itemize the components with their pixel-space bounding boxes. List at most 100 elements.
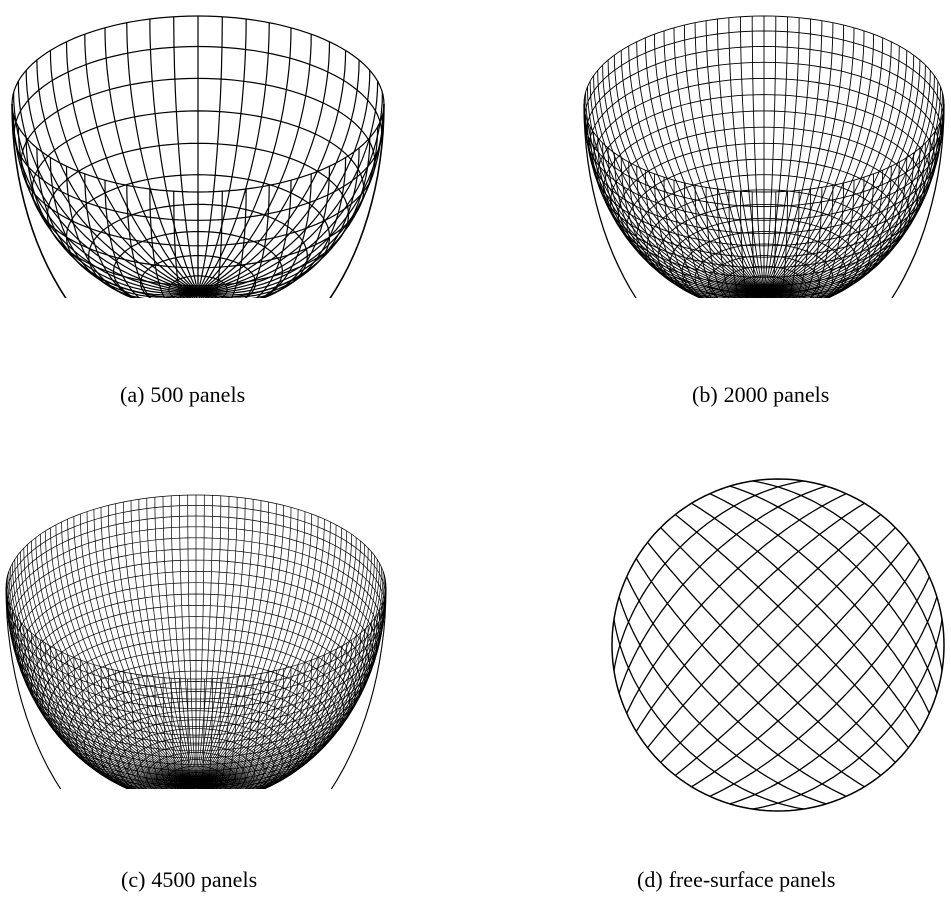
mesh-meridian-line xyxy=(195,513,313,784)
mesh-meridian-line xyxy=(763,191,777,298)
mesh-meridian-line xyxy=(763,20,823,293)
mesh-meridian-line xyxy=(149,19,199,293)
mesh-meridian-line xyxy=(763,75,935,293)
mesh-meridian-line xyxy=(585,92,765,293)
mesh-meridian-line xyxy=(25,70,199,293)
mesh-meridian-line xyxy=(589,81,765,293)
mesh-meridian-line xyxy=(195,636,357,789)
mesh-meridian-line xyxy=(195,664,299,789)
mesh-meridian-line xyxy=(763,17,800,293)
mesh-4500-panels xyxy=(5,494,387,789)
mesh-meridian-line xyxy=(728,190,765,298)
mesh-meridian-line xyxy=(195,505,285,784)
mesh-meridian-line xyxy=(195,570,384,784)
mesh-meridian-line xyxy=(587,86,765,293)
mesh-meridian-line xyxy=(13,115,199,293)
mesh-meridian-line xyxy=(195,678,205,789)
mesh-meridian-line xyxy=(763,161,900,298)
mesh-meridian-line xyxy=(79,513,197,784)
mesh-meridian-line xyxy=(197,70,371,293)
mesh-meridian-line xyxy=(705,20,765,293)
mesh-meridian-line xyxy=(195,642,348,789)
mesh-meridian-line xyxy=(593,75,765,293)
mesh-meridian-line xyxy=(636,41,765,293)
mesh-meridian-line xyxy=(763,70,931,293)
disk-grid-line xyxy=(613,619,804,810)
mesh-meridian-line xyxy=(195,654,325,789)
mesh-meridian-line xyxy=(197,16,223,293)
mesh-meridian-line xyxy=(195,516,319,784)
mesh-meridian-line xyxy=(195,548,369,784)
mesh-meridian-line xyxy=(763,41,892,293)
mesh-meridian-line xyxy=(197,34,312,293)
mesh-meridian-line xyxy=(195,501,270,784)
mesh-meridian-line xyxy=(620,50,765,293)
mesh-meridian-line xyxy=(197,59,360,293)
mesh-meridian-line xyxy=(36,59,199,293)
mesh-meridian-line xyxy=(93,664,197,789)
mesh-meridian-line xyxy=(195,524,337,784)
mesh-meridian-line xyxy=(195,602,384,784)
mesh-meridian-line xyxy=(73,657,197,789)
mesh-meridian-line xyxy=(195,503,277,784)
mesh-meridian-line xyxy=(40,534,197,784)
mesh-meridian-line xyxy=(597,137,765,296)
mesh-meridian-line xyxy=(104,27,199,293)
mesh-meridian-line xyxy=(694,22,765,293)
mesh-meridian-line xyxy=(100,507,197,784)
mesh-meridian-line xyxy=(197,157,347,298)
mesh-meridian-line xyxy=(653,34,765,293)
mesh-meridian-line xyxy=(751,16,765,293)
mesh-meridian-line xyxy=(763,37,884,293)
mesh-meridian-line xyxy=(195,507,292,784)
mesh-meridian-line xyxy=(8,570,197,784)
mesh-meridian-line xyxy=(197,19,247,293)
mesh-meridian-line xyxy=(162,496,197,784)
panel-c-hemisphere-mesh xyxy=(0,487,392,789)
mesh-meridian-line xyxy=(17,618,197,786)
mesh-meridian-line xyxy=(663,30,765,293)
mesh-meridian-line xyxy=(195,639,352,789)
mesh-meridian-line xyxy=(195,563,380,784)
mesh-meridian-line xyxy=(61,521,197,784)
mesh-meridian-line xyxy=(583,103,765,293)
mesh-meridian-line xyxy=(93,509,197,784)
mesh-meridian-line xyxy=(5,590,197,784)
mesh-meridian-line xyxy=(195,527,342,784)
mesh-meridian-line xyxy=(11,103,199,293)
mesh-meridian-line xyxy=(6,594,197,784)
mesh-meridian-line xyxy=(138,499,197,784)
mesh-meridian-line xyxy=(65,41,199,293)
mesh-meridian-line xyxy=(197,22,270,293)
mesh-meridian-line xyxy=(583,109,764,293)
mesh-meridian-line xyxy=(195,498,246,784)
mesh-meridian-line xyxy=(763,177,865,298)
mesh-meridian-line xyxy=(25,137,199,296)
mesh-meridian-line xyxy=(197,50,347,293)
mesh-meridian-line xyxy=(154,497,197,784)
mesh-meridian-line xyxy=(763,166,892,298)
disk-grid-line xyxy=(618,596,827,805)
mesh-500-panels xyxy=(11,15,385,298)
mesh-meridian-line xyxy=(763,86,941,293)
mesh-meridian-line xyxy=(195,500,262,784)
caption-b-text: 2000 panels xyxy=(723,382,830,407)
mesh-meridian-line xyxy=(728,17,765,293)
mesh-meridian-line xyxy=(195,534,352,784)
mesh-meridian-line xyxy=(6,578,197,784)
mesh-meridian-line xyxy=(67,519,197,784)
mesh-meridian-line xyxy=(763,188,812,298)
mesh-meridian-line xyxy=(17,126,199,294)
mesh-meridian-line xyxy=(195,659,313,789)
mesh-meridian-line xyxy=(173,16,199,293)
mesh-meridian-line xyxy=(763,16,777,293)
mesh-meridian-line xyxy=(55,524,197,784)
mesh-meridian-line xyxy=(195,511,306,784)
mesh-meridian-line xyxy=(195,496,230,784)
mesh-meridian-line xyxy=(130,500,197,784)
mesh-meridian-line xyxy=(636,166,765,298)
mesh-meridian-line xyxy=(195,519,325,784)
mesh-meridian-line xyxy=(716,18,765,293)
mesh-meridian-line xyxy=(197,191,223,298)
mesh-meridian-line xyxy=(763,126,939,294)
